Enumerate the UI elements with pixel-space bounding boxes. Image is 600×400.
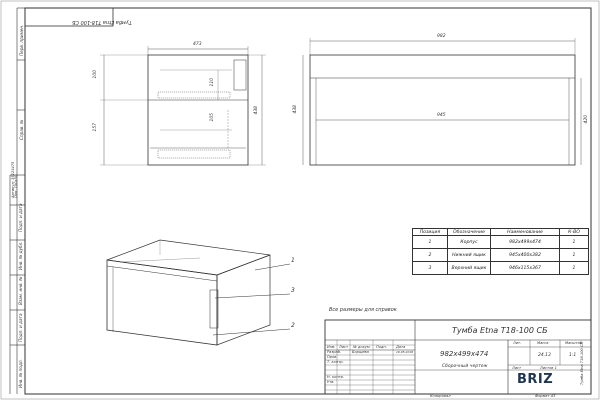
side-view [100,46,266,166]
tb-role-list: Лист [339,345,349,349]
spec-header-name: Наименование [490,228,560,236]
tb-scale-value: 1:1 [569,353,577,358]
side-label-first-use: Перв. примен. [19,24,24,56]
dim-front-height: 438 [293,104,299,114]
spec-cell: Верхний ящик [447,261,491,275]
tb-mass-label: Масса [537,341,549,345]
callout-3: 3 [291,287,295,294]
isometric-view [106,239,291,346]
spec-cell: 982x499x474 [490,235,560,249]
tb-role-prov: Пров. [327,355,338,359]
callout-2: 2 [291,322,295,329]
title-block-title: Тумба Etna T18-100 СБ [452,326,548,335]
spec-table: Позиция Обозначение Наименование К-ВО 1 … [412,228,589,275]
front-view [302,38,582,166]
tb-role-tkontr: Т. контр. [327,360,344,364]
spec-cell: 1 [559,248,589,262]
spec-row: 3 Верхний ящик 946x115x367 1 [412,261,589,275]
tb-lit-label: Лит. [513,341,522,345]
spec-row: 1 Корпус 982x499x474 1 [412,235,589,249]
dim-front-width: 982 [437,34,446,39]
tb-date: 16.05.2018 [396,350,414,354]
tb-role-sign: Подп. [376,345,387,349]
tb-role-nkontr: Н. контр. [327,375,345,379]
dim-left-height-bottom: 157 [93,122,99,132]
spec-cell: 2 [412,248,448,262]
callout-1: 1 [291,257,295,264]
dim-total-height: 438 [254,105,260,115]
dim-front-inner-width: 945 [437,113,446,118]
tb-mass-value: 24.13 [538,353,551,358]
dim-inner-height-b: 105 [210,112,216,122]
tb-format: Формат A3 [535,394,556,398]
spec-cell: 1 [412,235,448,249]
tb-sheet-label: Лист [512,365,522,370]
spec-header-designation: Обозначение [447,228,491,236]
tb-copied: Копировал [430,394,451,398]
spec-cell: 3 [412,261,448,275]
tb-developer: Борщёва [352,350,369,354]
top-stamp-box [24,7,114,27]
spec-cell: 946x115x367 [490,261,560,275]
side-label-ref-number: Справ. № [19,119,24,140]
spec-header-pos: Позиция [412,228,448,236]
dim-left-height-top: 100 [93,69,99,79]
spec-row: 2 Нижний ящик 945x400x382 1 [412,248,589,262]
spec-header-qty: К-ВО [559,228,589,236]
dim-top-width: 473 [193,42,202,47]
side-label-sign-date-1: Подп. и дата [18,203,23,232]
side-label-dup-inv: Инв. № дубл. [18,241,23,270]
tb-sheets-label: Листов 1 [540,365,557,370]
side-label-replace-inv: Взам. инв. № [18,276,23,305]
title-block-dimensions: 982x499x474 [440,350,489,358]
dim-front-inner-height: 420 [584,114,590,124]
tb-role-utv: Утв. [327,380,335,384]
side-label-orig-inv: Инв. № подл. [18,359,23,388]
tb-role-razrab: Разраб. [327,350,342,354]
spec-cell: 945x400x382 [490,248,560,262]
brand-logo: BRIZ [517,372,554,387]
spec-cell: 1 [559,235,589,249]
spec-cell: Нижний ящик [447,248,491,262]
tb-scale-label: Масштаб [565,341,583,345]
tb-role-izm: Изм. [327,345,336,349]
right-side-stamp: Тумба Etna T18-100 СБ [580,342,584,385]
note-reference: Все размеры для справок [329,307,397,313]
spec-cell: Корпус [447,235,491,249]
side-stamp-dim: Dim: 100x50 [14,174,18,198]
side-label-sign-date-2: Подп. и дата [18,313,23,342]
tb-role-date: Дата [396,345,406,349]
title-block-doc-type: Сборочный чертеж [442,364,488,369]
spec-cell: 1 [559,261,589,275]
frame-border [24,7,592,395]
top-stamp-title: Тумба Etna T18-100 СБ [72,19,132,25]
spec-table-header: Позиция Обозначение Наименование К-ВО [412,228,589,236]
tb-role-doc: № докум. [353,345,371,349]
dim-inner-height-a: 110 [210,77,216,87]
